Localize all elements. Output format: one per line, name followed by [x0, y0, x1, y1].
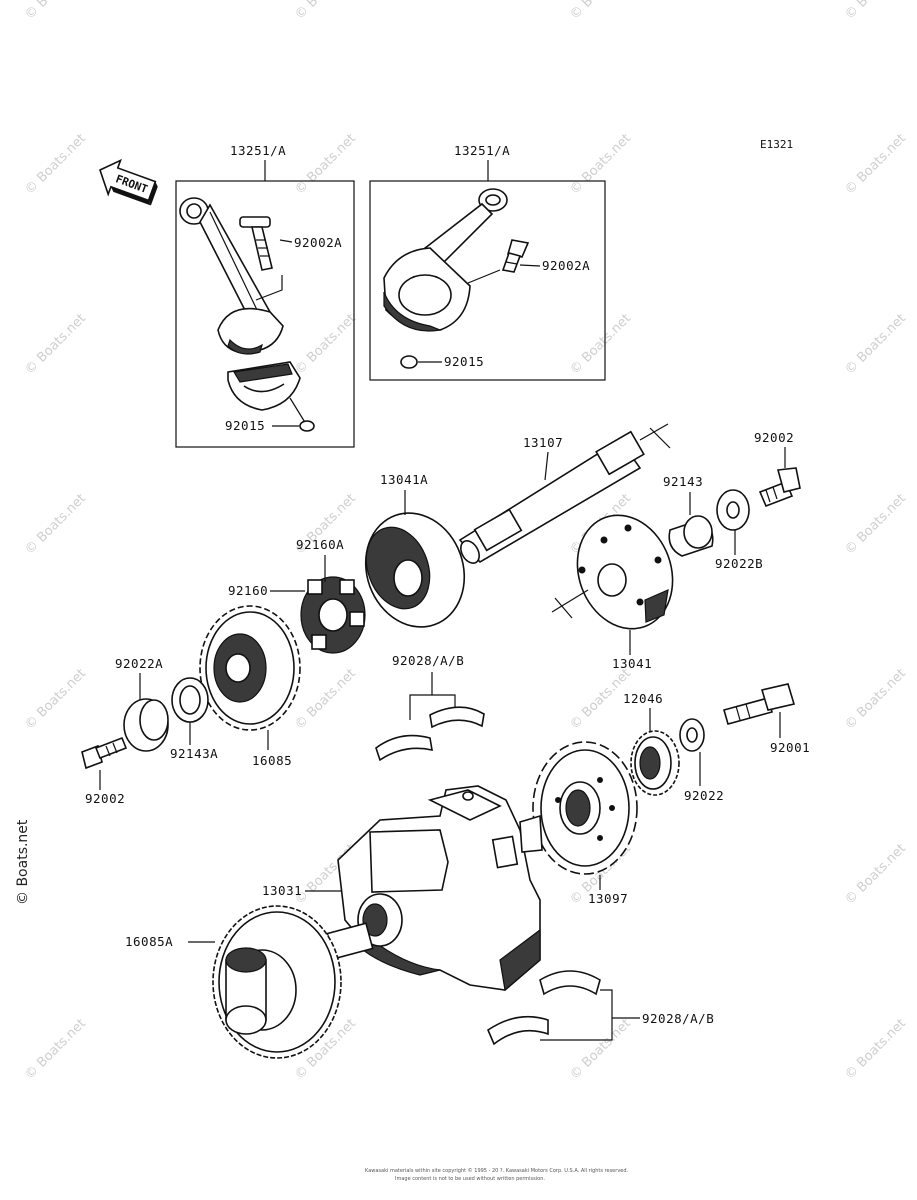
watermark-dark: © Boats.net: [15, 819, 31, 905]
gear-16085: [199, 605, 301, 731]
label-92028-a-b-lower: 92028/A/B: [642, 1011, 714, 1026]
watermark: © Boats.net: [292, 311, 359, 378]
watermark: © Boats.net: [842, 0, 909, 23]
watermark: © Boats.net: [22, 311, 89, 378]
label-13041: 13041: [612, 656, 652, 671]
label-92002a-right: 92002A: [542, 258, 590, 273]
collar-92143: [668, 515, 714, 557]
watermark: © Boats.net: [567, 131, 634, 198]
watermark: © Boats.net: [292, 666, 359, 733]
footer-permission: Image content is not to be used without …: [395, 1176, 545, 1182]
watermark: © Boats.net: [22, 1016, 89, 1083]
bolt-92002-top-right: [758, 467, 801, 508]
label-12046: 12046: [623, 691, 663, 706]
bolt-92002a-left: [239, 216, 273, 271]
bearing-lower-1: [487, 1015, 549, 1046]
label-13251-a-left: 13251/A: [230, 143, 286, 158]
label-92160: 92160: [228, 583, 268, 598]
watermark: © Boats.net: [842, 131, 909, 198]
label-92002-top-right: 92002: [754, 430, 794, 445]
label-13041a: 13041A: [380, 472, 428, 487]
watermark: © Boats.net: [842, 311, 909, 378]
watermark: © Boats.net: [22, 131, 89, 198]
right-rod-box: [369, 180, 606, 381]
watermark: © Boats.net: [22, 491, 89, 558]
connecting-rod-right: [383, 188, 508, 332]
label-92015-right: 92015: [444, 354, 484, 369]
bearing-upper-2: [429, 706, 485, 729]
watermark: © Boats.net: [842, 666, 909, 733]
label-16085a: 16085A: [125, 934, 173, 949]
bolt-92002-bottom-left: [81, 736, 128, 770]
watermark: © Boats.net: [292, 0, 359, 23]
bolt-92001: [723, 683, 796, 725]
label-92002a-left: 92002A: [294, 235, 342, 250]
left-rod-group: 13251/A 92002A 9201: [175, 143, 355, 448]
label-92022: 92022: [684, 788, 724, 803]
watermark: © Boats.net: [567, 1016, 634, 1083]
bolt-92002a-right: [501, 239, 530, 273]
front-arrow-icon: FRONT: [99, 158, 158, 206]
label-13107: 13107: [523, 435, 563, 450]
nut-92015-left-icon: [299, 420, 315, 432]
label-92002-bottom-left: 92002: [85, 791, 125, 806]
label-16085: 16085: [252, 753, 292, 768]
label-92022a: 92022A: [115, 656, 163, 671]
connecting-rod-left: [179, 197, 284, 355]
label-13031: 13031: [262, 883, 302, 898]
sprocket-13097: [532, 741, 638, 875]
label-92143a: 92143A: [170, 746, 218, 761]
collar-92143a: [171, 677, 209, 723]
watermark: © Boats.net: [567, 311, 634, 378]
watermark: © Boats.net: [22, 666, 89, 733]
washer-92022: [679, 718, 705, 752]
left-rod-box: [175, 180, 355, 448]
rod-cap-left: [227, 361, 301, 411]
washer-92022b: [716, 489, 750, 531]
watermark: © Boats.net: [842, 841, 909, 908]
label-92001: 92001: [770, 740, 810, 755]
label-92028-a-b-upper: 92028/A/B: [392, 653, 464, 668]
crankshaft-13031: [326, 785, 543, 992]
watermark: © Boats.net: [567, 0, 634, 23]
hub-13041: [576, 514, 674, 630]
label-92015-left: 92015: [225, 418, 265, 433]
watermark: © Boats.net: [22, 0, 89, 23]
bearing-upper-1: [375, 734, 433, 762]
watermark: © Boats.net: [842, 491, 909, 558]
label-92022b: 92022B: [715, 556, 763, 571]
label-92143: 92143: [663, 474, 703, 489]
gear-16085a: [212, 905, 342, 1059]
shaft-13107: [458, 423, 671, 564]
label-92160a: 92160A: [296, 537, 344, 552]
footer-copyright: Kawasaki materials within site copyright…: [365, 1167, 629, 1174]
gear-12046: [630, 730, 680, 796]
label-13097: 13097: [588, 891, 628, 906]
nut-92015-right-icon: [400, 355, 418, 369]
right-rod-group: 13251/A 92002A 92015: [369, 143, 606, 381]
watermark: © Boats.net: [842, 1016, 909, 1083]
label-13251-a-right: 13251/A: [454, 143, 510, 158]
diagram-code: E1321: [760, 138, 793, 151]
damper-92160: [300, 576, 366, 654]
washer-92022a: [123, 698, 169, 752]
hub-13041a: [364, 512, 466, 628]
bearing-lower-2: [539, 970, 601, 996]
watermark: © Boats.net: [292, 131, 359, 198]
